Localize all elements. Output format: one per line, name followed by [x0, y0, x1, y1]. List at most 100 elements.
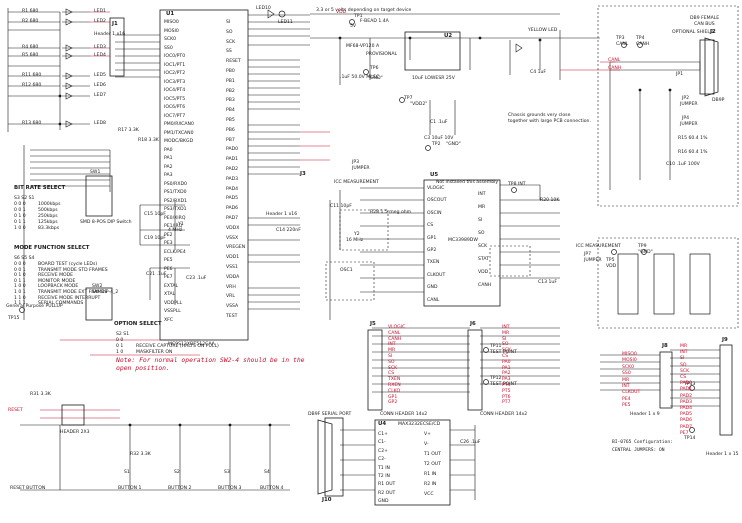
u5-pin-label: CANH: [478, 283, 492, 288]
u1-pin-label: VSSA: [226, 304, 239, 310]
chassis-note-2: together with large PCB connection.: [508, 119, 591, 124]
j9-net-label: SO: [680, 362, 687, 368]
bit-rate-row-code: 0 0 0: [14, 202, 26, 207]
tp13-ref: TP13: [684, 382, 696, 387]
j8-net-label: SCK0: [622, 364, 635, 370]
led-b2: LED6: [94, 83, 106, 88]
j6-net-label: PA0: [502, 359, 511, 365]
u1-pin-label: PAD6: [226, 206, 239, 212]
j5-net-label: SCK: [388, 365, 398, 371]
j5-net-label: CANH: [388, 336, 402, 342]
u1-pin-label: PM1/TXCAN0: [164, 130, 194, 136]
j8-net-label: MR: [622, 377, 630, 383]
u1-pin-label: PB3: [226, 98, 235, 104]
led-top: LED10: [256, 6, 271, 11]
tp14-ref: TP14: [684, 436, 696, 441]
tp4-net: CANH: [636, 42, 650, 47]
pin-stubs: [58, 36, 672, 427]
shield-pads: [617, 253, 711, 315]
j9-net-label: CS: [680, 375, 687, 380]
u5-pin-label: INT: [478, 192, 486, 197]
j6-net-label: PA1: [502, 365, 511, 371]
led-a4: LED4: [94, 53, 106, 58]
j8-net-label: MOSI0: [622, 358, 637, 364]
j5-net-label: CANL: [388, 330, 401, 336]
header-1x16-b: Header 1 x16: [266, 212, 298, 217]
pullup-label: General Purpose PULLUP: [6, 304, 63, 309]
tp1-ref: TP1: [354, 14, 363, 19]
option-row-code: 0 0: [116, 338, 124, 343]
u4-pin-label: R2 IN: [424, 482, 437, 487]
u1-pin-label: PE1/IRQ: [164, 224, 183, 229]
tp2-ref: TP2: [432, 142, 441, 147]
j8-net-label: PE5: [622, 403, 631, 409]
u1-pin-label: IOC0/PT0: [164, 54, 186, 59]
j6-net-label: PT7: [502, 400, 511, 406]
bit-rate-row-value: 1000kbps: [38, 202, 61, 207]
j5-net-label: VLOGIC: [388, 325, 406, 330]
bit-rate-row-value: 125kbps: [38, 220, 58, 225]
j8-net-label: INT: [622, 384, 630, 389]
s1-ref: S1: [124, 470, 130, 475]
u5-pin-label: CS: [427, 223, 434, 229]
u1-pin-label: PB4: [226, 108, 235, 114]
u1-pin-label: PS0/RXD0: [164, 181, 187, 187]
j9-net-label: PAD1: [680, 387, 693, 393]
j6-net-label: PA3: [502, 377, 511, 383]
jp3-label: JUMPER: [352, 166, 370, 171]
mode-row-code: 0 1 1: [14, 278, 26, 284]
u1-pin-label: SCK: [226, 39, 236, 45]
u5-pin-label: VLOGIC: [427, 186, 445, 191]
j9-net-label: SI: [680, 356, 685, 362]
header-1x15: Header 1 x 15: [706, 452, 739, 457]
mode-row-value: LOOPBACK MODE: [38, 284, 79, 290]
dashed-boxes: [325, 5, 739, 329]
bit-rate-title: BIT RATE SELECT: [14, 185, 66, 191]
tp8-net: INT: [518, 182, 526, 187]
u5-pin-label: TXEN: [427, 260, 440, 266]
y1-freq: 4 MHz: [168, 228, 183, 233]
u4-pin-label: T1 IN: [378, 465, 390, 471]
u1-pin-label: IOC2/PT2: [164, 71, 186, 76]
s2-ref: S2: [174, 470, 180, 475]
s3-ref: S3: [224, 470, 230, 475]
u5-pin-label: OSCOUT: [427, 198, 447, 204]
mode-row-value: SERIAL COMMANDS: [38, 301, 84, 307]
bit-rate-row-code: 0 0 1: [14, 208, 26, 213]
option-row-value: MASKFILTER ON: [136, 350, 173, 355]
j6-net-label: PA2: [502, 371, 511, 377]
db9f-serial: DB9F SERIAL PORT: [308, 412, 352, 417]
u1-pin-label: XTAL: [164, 292, 176, 297]
j5-net-label: RXEN: [388, 383, 401, 388]
db9p: DB9P: [712, 98, 725, 103]
c26: C26 .1uF: [460, 440, 481, 445]
tp1-net: 5V: [350, 24, 357, 29]
u5-pin-label: SO: [478, 231, 485, 236]
u1-pin-label: PE2: [164, 232, 173, 238]
u1-pin-label: PA1: [164, 156, 173, 161]
r28: R28 1.5 meg ohm: [370, 210, 412, 215]
mode-row-value: MONITOR MODE: [38, 278, 76, 284]
u5-pin-label: SI: [478, 218, 483, 223]
j9-net-label: MR: [680, 344, 688, 349]
u1-pin-label: PE0/XIRQ: [164, 215, 186, 221]
u1-pin-label: PAD3: [226, 176, 239, 182]
r17: R17 3.3K: [118, 128, 139, 133]
u5-pin-label: GND: [427, 285, 438, 291]
led-b3: LED7: [94, 93, 106, 98]
u5-pin-label: CANL: [427, 297, 440, 303]
tp5-ref: TP5: [606, 258, 615, 263]
mode-header: S6 S5 S4: [14, 256, 35, 261]
mode-title: MODE FUNCTION SELECT: [14, 245, 90, 251]
option-header: S2 S1: [116, 332, 130, 337]
u1-pin-label: SCK0: [164, 37, 177, 42]
r-a2: R2 680: [22, 19, 39, 24]
jp7-ref: JP7: [584, 252, 592, 257]
j8-net-label: SS0: [622, 371, 631, 377]
config-note-1: BI-0765 Configuration:: [612, 440, 673, 445]
u1-pin-label: VDDPLL: [164, 300, 183, 306]
mode-row-code: 1 0 1: [14, 290, 26, 295]
mode-row-code: 0 1 0: [14, 273, 26, 279]
tp11-label: TEST POINT: [490, 350, 517, 355]
j8-net-label: PE4: [622, 396, 631, 402]
